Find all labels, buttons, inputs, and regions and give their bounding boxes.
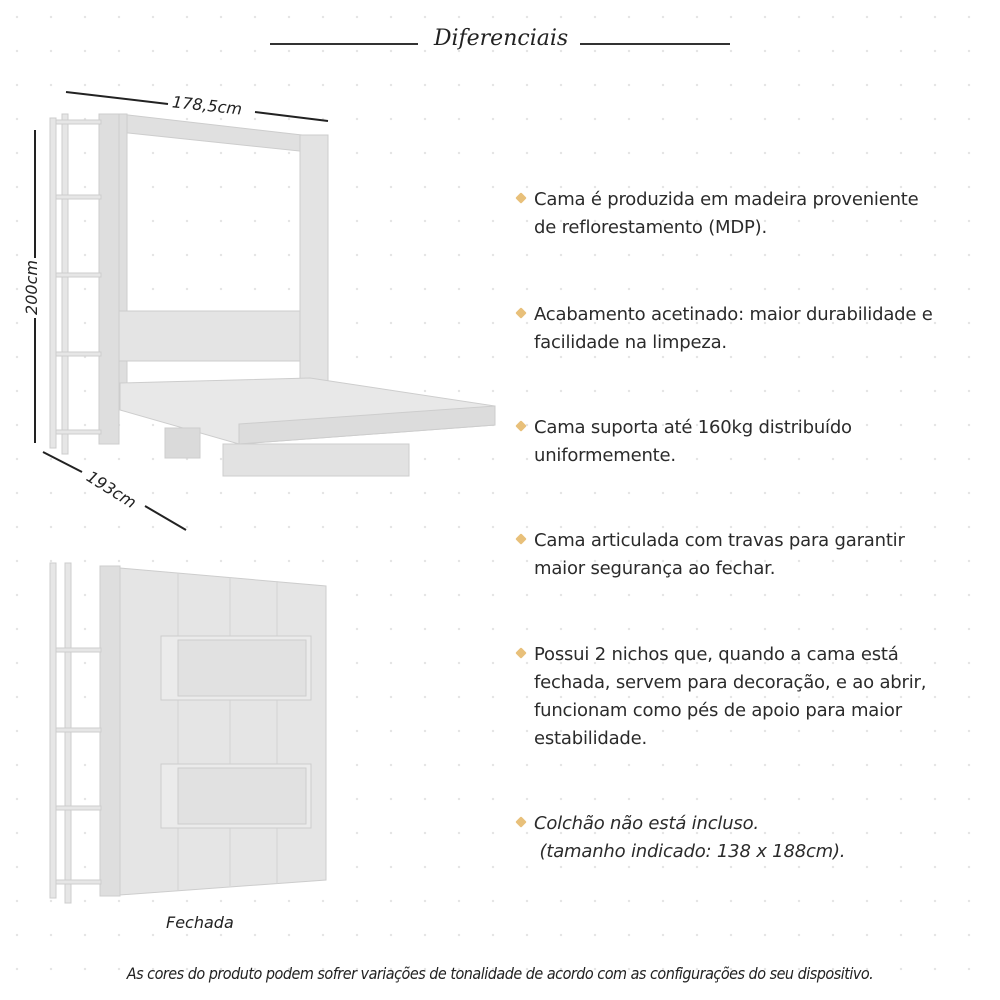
color-disclaimer: As cores do produto podem sofrer variaçõ…	[126, 964, 874, 983]
section-title: Diferenciais	[433, 26, 569, 51]
dimension-height: 200cm	[21, 260, 41, 315]
section-header: Diferenciais	[270, 26, 730, 62]
closed-caption: Fechada	[166, 913, 234, 932]
diamond-bullet-icon	[515, 192, 527, 204]
diamond-bullet-icon	[515, 533, 527, 545]
diamond-bullet-icon	[515, 420, 527, 432]
bed-open-illustration	[34, 91, 496, 904]
product-diagrams: 178,5cm 200cm 193cm Fechada	[0, 0, 500, 960]
diamond-bullet-icon	[515, 816, 527, 828]
diamond-bullet-icon	[515, 307, 527, 319]
header-rule-right	[580, 43, 730, 45]
diamond-bullet-icon	[515, 647, 527, 659]
header-rule-left	[270, 43, 418, 45]
